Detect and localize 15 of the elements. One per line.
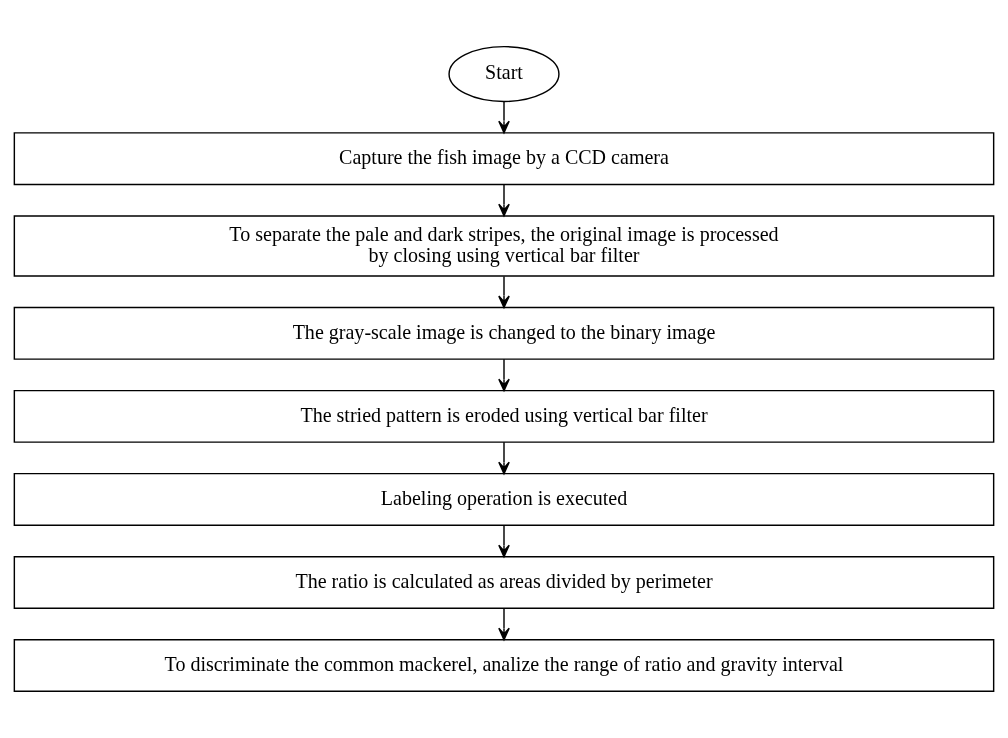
node-box: Labeling operation is executed — [13, 472, 995, 526]
node-box: The gray-scale image is changed to the binary image — [13, 306, 995, 360]
arrow — [498, 524, 510, 558]
arrow — [498, 607, 510, 641]
node-box: The stried pattern is eroded using vertical bar filter — [13, 389, 995, 443]
node-box: Capture the fish image by a CCD camera — [13, 132, 995, 186]
node-ellipse: Start — [448, 45, 560, 103]
arrow — [498, 183, 510, 217]
arrow — [498, 275, 510, 309]
arrow — [498, 358, 510, 392]
node-box: To separate the pale and dark stripes, the original image is processed by closing using vertical bar filter — [13, 215, 995, 277]
node-box: To discriminate the common mackerel, analize the range of ratio and gravity interval — [13, 639, 995, 692]
arrow — [498, 441, 510, 475]
node-box: The ratio is calculated as areas divided by perimeter — [13, 555, 995, 609]
arrow — [498, 101, 510, 134]
